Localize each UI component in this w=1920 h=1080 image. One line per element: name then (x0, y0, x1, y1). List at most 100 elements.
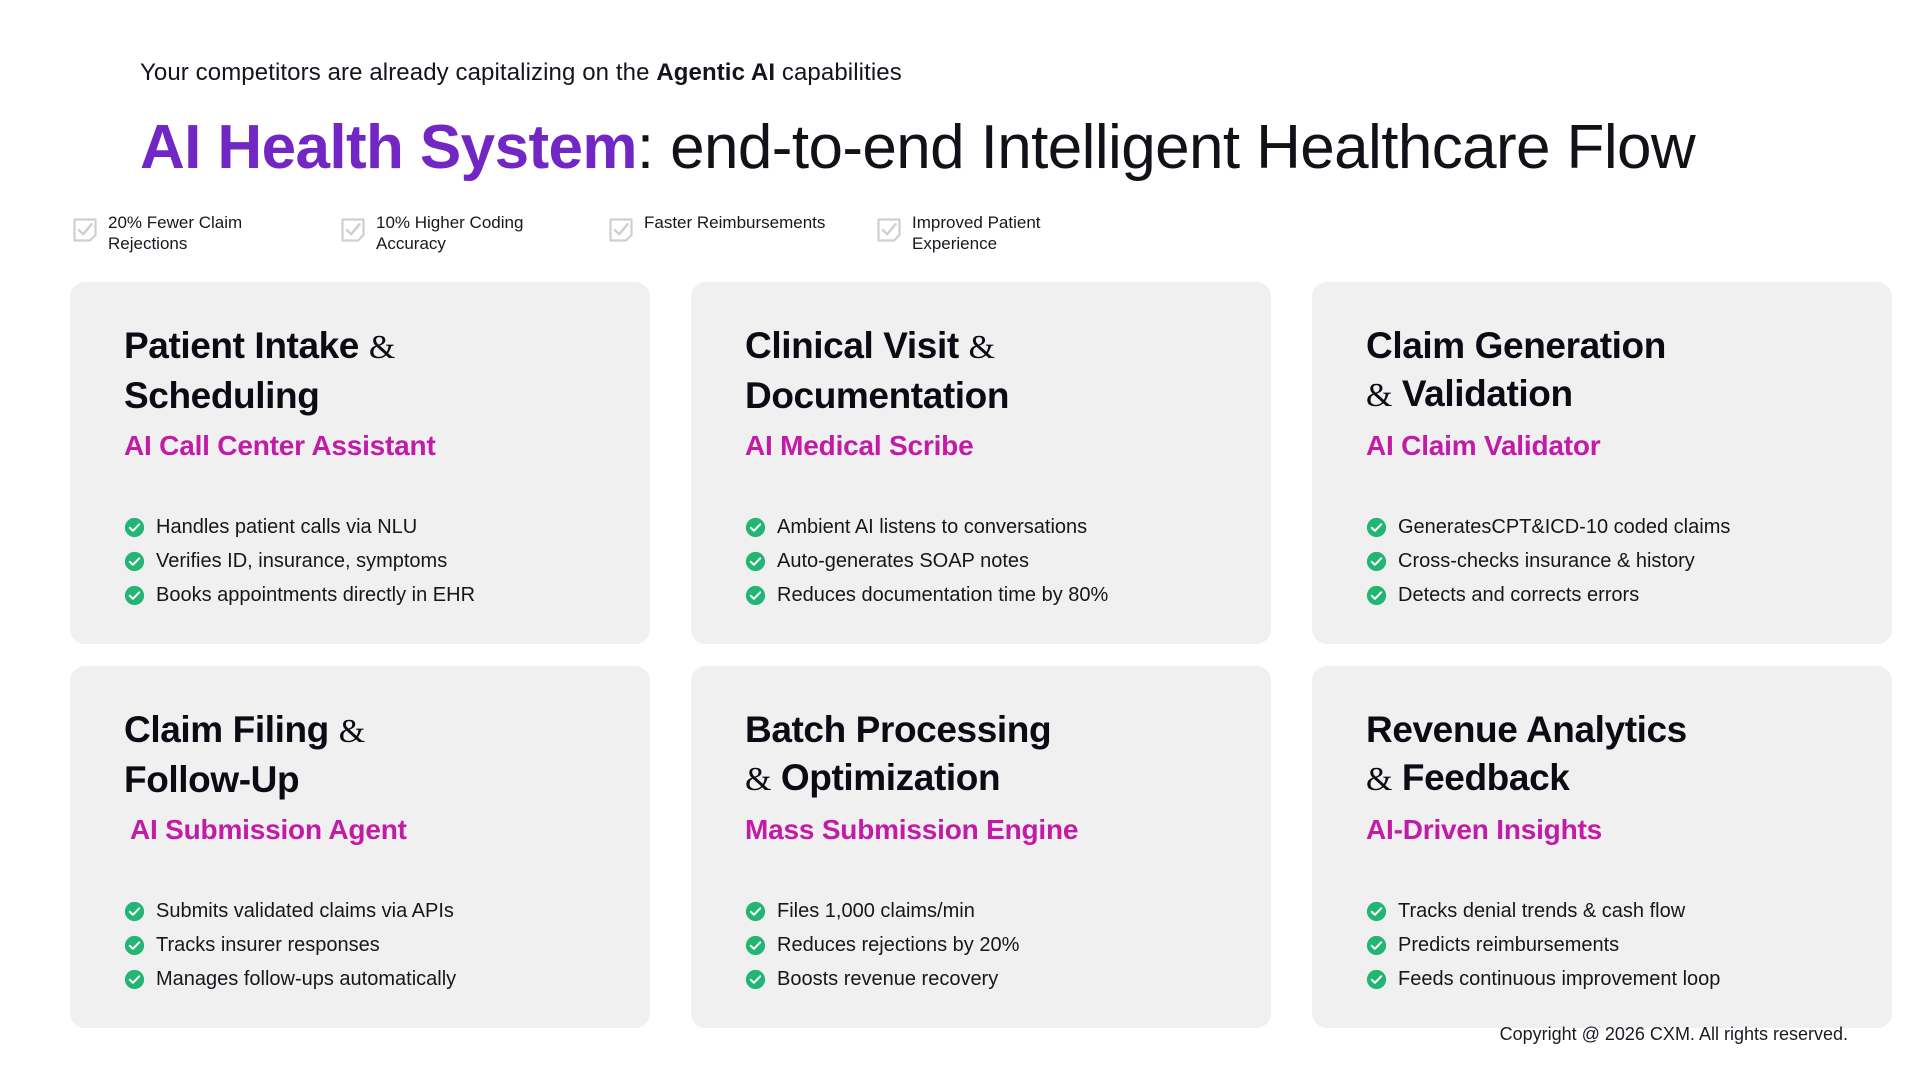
stat-item: 20% Fewer Claim Rejections (72, 212, 340, 254)
card-subtitle: AI Medical Scribe (745, 430, 974, 461)
bullet-text: Predicts reimbursements (1398, 934, 1620, 956)
checkbox-icon (608, 217, 634, 243)
ampersand: & (338, 713, 365, 750)
stat-label: Improved Patient Experience (912, 213, 1041, 253)
check-badge-icon (1366, 969, 1387, 990)
list-item: Boosts revenue recovery (745, 966, 1241, 992)
card-heading-line2: Feedback (1392, 757, 1570, 798)
check-badge-icon (124, 517, 145, 538)
card-heading: Clinical Visit & Documentation (745, 322, 1227, 420)
list-item: Cross-checks insurance & history (1366, 548, 1862, 574)
bullet-text: Auto-generates SOAP notes (777, 550, 1030, 572)
eyebrow-suffix: capabilities (775, 59, 902, 86)
check-badge-icon (1366, 935, 1387, 956)
card-heading: Revenue Analytics & Feedback (1366, 706, 1848, 804)
card-bullet-list: Files 1,000 claims/min Reduces rejection… (745, 898, 1241, 992)
list-item: Feeds continuous improvement loop (1366, 966, 1862, 992)
bullet-text: GeneratesCPT&ICD-10 coded claims (1398, 516, 1731, 538)
card-claim-generation-validation[interactable]: Claim Generation & Validation AI Claim V… (1312, 282, 1892, 644)
card-heading: Batch Processing & Optimization (745, 706, 1227, 804)
list-item: Tracks insurer responses (124, 932, 620, 958)
card-heading-line2: Documentation (745, 375, 1010, 416)
card-claim-filing-follow-up[interactable]: Claim Filing & Follow-Up AI Submission A… (70, 666, 650, 1028)
card-heading: Patient Intake & Scheduling (124, 322, 606, 420)
card-grid: Patient Intake & Scheduling AI Call Cent… (70, 282, 1892, 1028)
card-patient-intake-scheduling[interactable]: Patient Intake & Scheduling AI Call Cent… (70, 282, 650, 644)
list-item: Reduces documentation time by 80% (745, 582, 1241, 608)
list-item: Books appointments directly in EHR (124, 582, 620, 608)
list-item: Submits validated claims via APIs (124, 898, 620, 924)
card-clinical-visit-documentation[interactable]: Clinical Visit & Documentation AI Medica… (691, 282, 1271, 644)
card-revenue-analytics-feedback[interactable]: Revenue Analytics & Feedback AI-Driven I… (1312, 666, 1892, 1028)
bullet-text: Feeds continuous improvement loop (1398, 968, 1721, 990)
bullet-text: Reduces documentation time by 80% (777, 584, 1109, 606)
card-bullet-list: Ambient AI listens to conversations Auto… (745, 514, 1241, 608)
check-badge-icon (124, 585, 145, 606)
card-subtitle: AI Claim Validator (1366, 430, 1601, 461)
card-subtitle: AI Submission Agent (130, 814, 407, 845)
eyebrow-prefix: Your competitors are already capitalizin… (140, 59, 657, 86)
checkbox-icon (72, 217, 98, 243)
ampersand: & (968, 329, 995, 366)
check-badge-icon (745, 969, 766, 990)
stat-label: 10% Higher Coding Accuracy (376, 213, 524, 253)
check-badge-icon (124, 935, 145, 956)
list-item: Auto-generates SOAP notes (745, 548, 1241, 574)
list-item: Predicts reimbursements (1366, 932, 1862, 958)
bullet-text: Reduces rejections by 20% (777, 934, 1020, 956)
check-badge-icon (745, 517, 766, 538)
bullet-text: Handles patient calls via NLU (156, 516, 418, 538)
card-heading: Claim Generation & Validation (1366, 322, 1848, 420)
checkbox-icon (876, 217, 902, 243)
check-badge-icon (745, 585, 766, 606)
card-heading-line1: Claim Generation (1366, 325, 1666, 366)
card-bullet-list: GeneratesCPT&ICD-10 coded claims Cross-c… (1366, 514, 1862, 608)
check-badge-icon (1366, 551, 1387, 572)
list-item: Tracks denial trends & cash flow (1366, 898, 1862, 924)
bullet-text: Submits validated claims via APIs (156, 900, 454, 922)
copyright-footer: Copyright @ 2026 CXM. All rights reserve… (1499, 1024, 1848, 1044)
check-badge-icon (124, 551, 145, 572)
bullet-text: Detects and corrects errors (1398, 584, 1640, 606)
page-title: AI Health System: end-to-end Intelligent… (140, 112, 1696, 184)
bullet-text: Ambient AI listens to conversations (777, 516, 1088, 538)
card-bullet-list: Handles patient calls via NLU Verifies I… (124, 514, 620, 608)
list-item: Handles patient calls via NLU (124, 514, 620, 540)
bullet-text: Files 1,000 claims/min (777, 900, 975, 922)
check-badge-icon (1366, 517, 1387, 538)
stat-label: Faster Reimbursements (644, 213, 826, 232)
check-badge-icon (1366, 901, 1387, 922)
card-heading-line2: Optimization (771, 757, 1001, 798)
card-heading: Claim Filing & Follow-Up (124, 706, 606, 804)
card-heading-line2: Follow-Up (124, 759, 300, 800)
card-bullet-list: Submits validated claims via APIs Tracks… (124, 898, 620, 992)
list-item: Ambient AI listens to conversations (745, 514, 1241, 540)
bullet-text: Verifies ID, insurance, symptoms (156, 550, 448, 572)
stat-item: 10% Higher Coding Accuracy (340, 212, 608, 254)
card-bullet-list: Tracks denial trends & cash flow Predict… (1366, 898, 1862, 992)
card-heading-line1: Clinical Visit (745, 325, 969, 366)
bullet-text: Books appointments directly in EHR (156, 584, 476, 606)
card-heading-line1: Revenue Analytics (1366, 709, 1687, 750)
card-heading-line1: Batch Processing (745, 709, 1052, 750)
ampersand: & (1366, 377, 1393, 414)
list-item: GeneratesCPT&ICD-10 coded claims (1366, 514, 1862, 540)
ampersand: & (1366, 761, 1393, 798)
card-subtitle: AI Call Center Assistant (124, 430, 436, 461)
card-heading-line2: Scheduling (124, 375, 320, 416)
check-badge-icon (745, 935, 766, 956)
stat-item: Improved Patient Experience (876, 212, 1144, 254)
ampersand: & (368, 329, 395, 366)
page-title-brand: AI Health System (140, 113, 638, 182)
card-subtitle: Mass Submission Engine (745, 814, 1079, 845)
bullet-text: Cross-checks insurance & history (1398, 550, 1695, 572)
card-batch-processing-optimization[interactable]: Batch Processing & Optimization Mass Sub… (691, 666, 1271, 1028)
stat-item: Faster Reimbursements (608, 212, 876, 243)
list-item: Reduces rejections by 20% (745, 932, 1241, 958)
eyebrow-text: Your competitors are already capitalizin… (140, 58, 902, 88)
ampersand: & (745, 761, 772, 798)
stat-label: 20% Fewer Claim Rejections (108, 213, 243, 253)
bullet-text: Tracks insurer responses (156, 934, 380, 956)
eyebrow-emphasis: Agentic AI (656, 59, 776, 86)
stats-row: 20% Fewer Claim Rejections 10% Higher Co… (72, 212, 1144, 254)
